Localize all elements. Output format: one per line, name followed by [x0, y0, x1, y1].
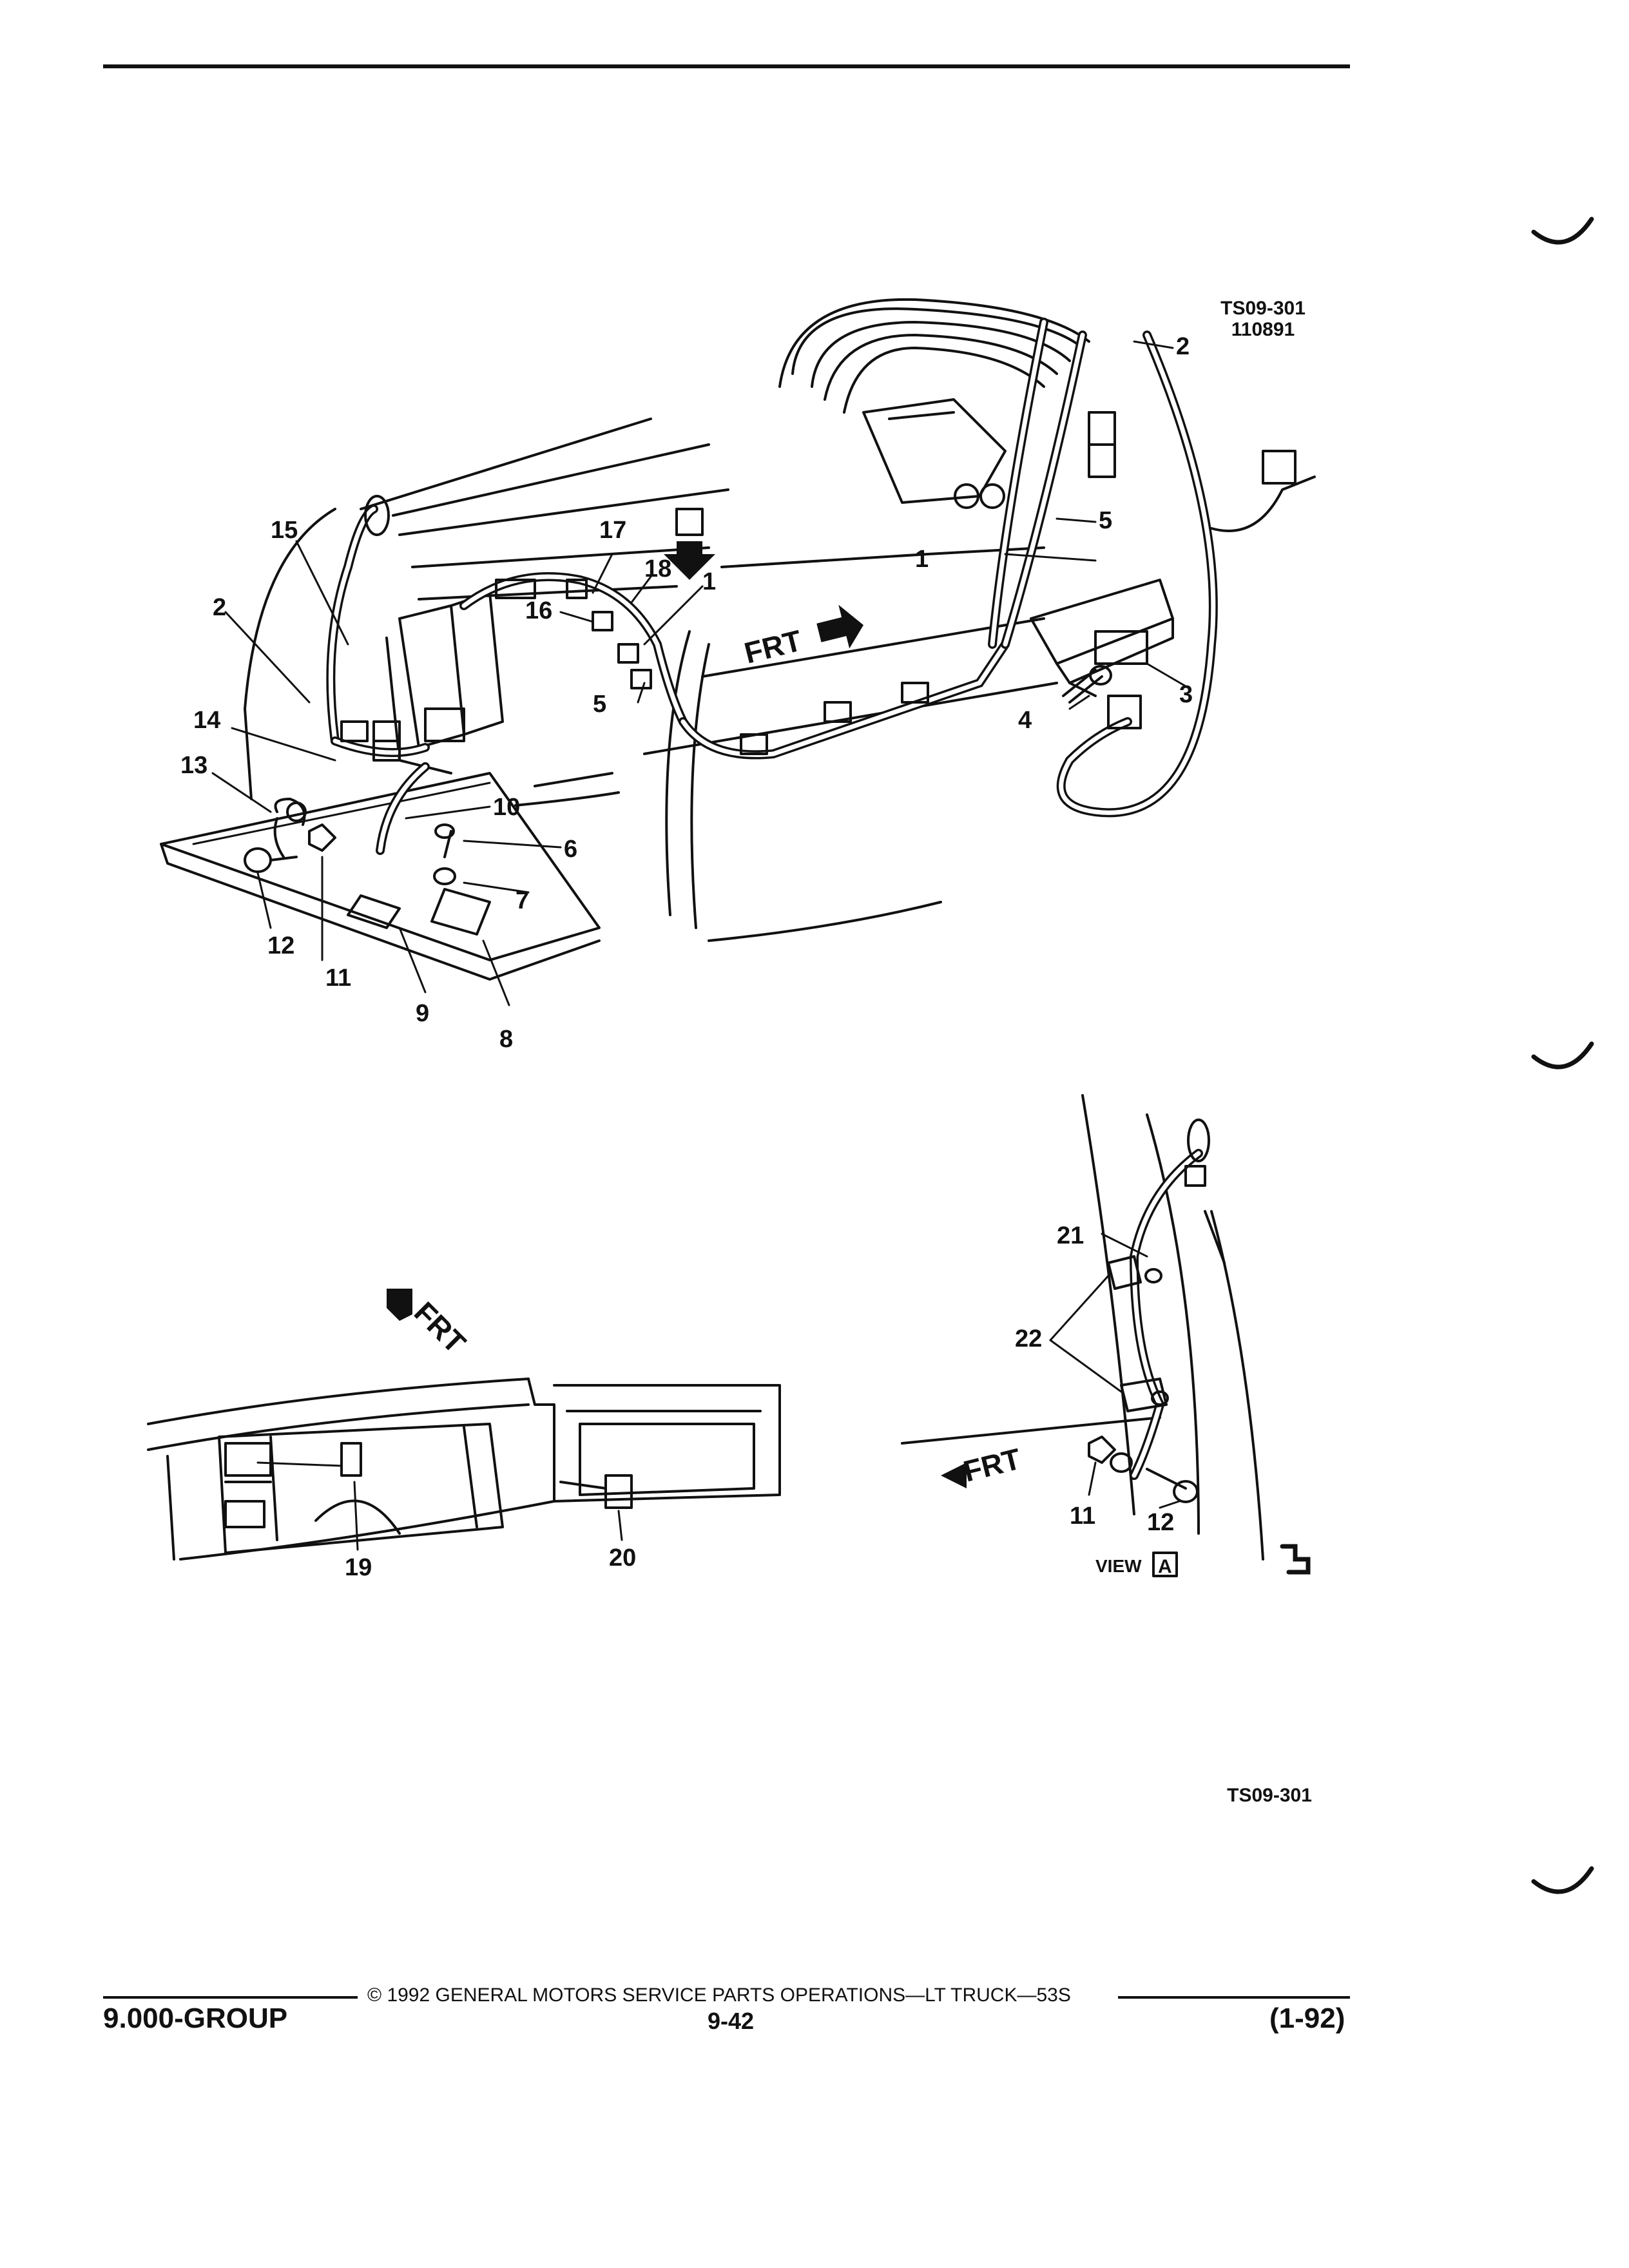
- callout-15: 15: [271, 517, 298, 544]
- view-a-caption: VIEW A: [1095, 1552, 1178, 1577]
- callouts-top: 1 1 2 2 3 4 5 5 6 7 8 9 10 11 12 13 14 1…: [180, 333, 1193, 1053]
- center-bracket: [385, 591, 504, 774]
- frt-arrow-left: FRT: [387, 1289, 472, 1360]
- view-label: VIEW: [1095, 1556, 1142, 1576]
- callout-12: 12: [267, 932, 294, 959]
- drawing-code-number: TS09-301: [1220, 298, 1306, 319]
- callout-16: 16: [525, 597, 552, 624]
- footer-date: (1-92): [1269, 2003, 1345, 2034]
- callout-5: 5: [1099, 507, 1112, 534]
- view-a-detail: [901, 1094, 1264, 1561]
- retainer-block: [1030, 579, 1174, 697]
- callout-9: 9: [416, 1000, 429, 1027]
- callout-4: 4: [1018, 707, 1032, 734]
- top-rule: [103, 64, 1350, 68]
- footer-group: 9.000-GROUP: [103, 2003, 288, 2034]
- footer-copyright: © 1992 GENERAL MOTORS SERVICE PARTS OPER…: [367, 1984, 1071, 2006]
- footer-page: 9-42: [708, 2008, 755, 2034]
- callouts-panel: 19 20: [345, 1544, 636, 1581]
- callout-17: 17: [599, 517, 626, 544]
- callout-7: 7: [516, 887, 529, 914]
- callout-3: 3: [1179, 681, 1193, 708]
- edge-marks: [1531, 216, 1594, 1894]
- callout-13: 13: [180, 752, 207, 779]
- drawing-code: TS09-301 110891: [1211, 298, 1315, 340]
- callouts-view-a: 21 22 11 12: [1015, 1222, 1174, 1536]
- seat-hardware: [244, 762, 491, 936]
- left-harness: [326, 495, 1010, 762]
- frt-label-right: FRT: [960, 1442, 1024, 1488]
- callout-leaders: [211, 340, 1187, 1006]
- callout-1b: 1: [702, 568, 716, 595]
- drawing-code-bottom: TS09-301: [1227, 1785, 1312, 1806]
- frt-label-main: FRT: [741, 624, 805, 670]
- callout-11: 11: [325, 965, 351, 992]
- callout-11b: 11: [1070, 1503, 1095, 1530]
- frt-arrow-right: FRT: [941, 1442, 1024, 1488]
- corner-mark: [1280, 1544, 1311, 1575]
- callout-2b: 2: [213, 594, 226, 621]
- callout-10: 10: [493, 794, 520, 821]
- callout-8: 8: [499, 1026, 513, 1053]
- callout-18: 18: [644, 555, 671, 582]
- callout-1: 1: [915, 546, 929, 573]
- footer-rule-left: [103, 1996, 358, 1999]
- callout-6: 6: [564, 836, 577, 863]
- drawing-date-code: 110891: [1231, 319, 1295, 340]
- callout-12b: 12: [1147, 1509, 1174, 1536]
- callout-19: 19: [345, 1554, 372, 1581]
- instrument-panel: [147, 1378, 781, 1561]
- callout-20: 20: [609, 1544, 636, 1571]
- frt-label-left: FRT: [408, 1295, 472, 1360]
- callout-22: 22: [1015, 1325, 1042, 1352]
- footer-rule-right: [1118, 1996, 1350, 1999]
- view-a-arrow: [664, 508, 715, 580]
- bolt-4: [1062, 665, 1112, 704]
- callout-2: 2: [1176, 333, 1190, 360]
- callout-14: 14: [193, 707, 220, 734]
- seat-platform: [160, 772, 601, 981]
- callout-21: 21: [1057, 1222, 1084, 1249]
- view-letter: A: [1158, 1556, 1172, 1577]
- callout-5b: 5: [593, 691, 606, 718]
- cable-bundle: [778, 298, 1316, 818]
